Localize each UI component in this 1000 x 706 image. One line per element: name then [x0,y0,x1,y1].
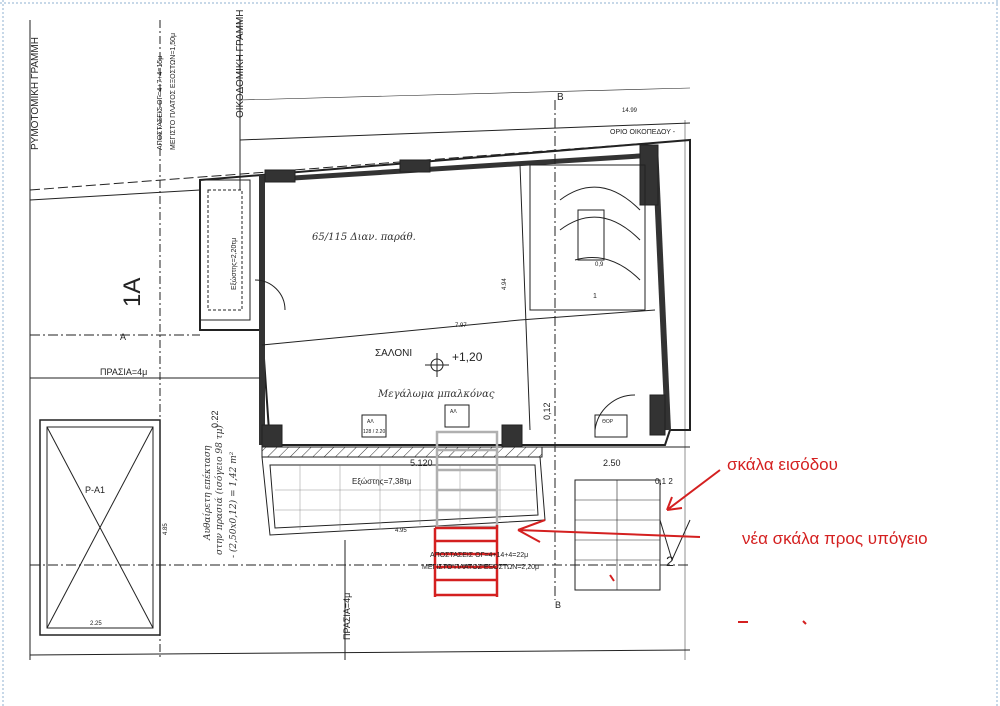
window-tag-size: 128 / 2.20 [363,429,385,435]
plot-limit-label: ΟΡΙΟ ΟΙΚΟΠΕΔΟΥ - [610,129,676,136]
section-b-bottom: B [555,600,561,610]
dim-5120: 5.120 [410,458,433,468]
dim-012-vertical: 0,12 [542,402,552,420]
dim-top: 14.99 [622,108,638,114]
balcony-left-label: Εξώστης=2,20τμ [230,238,238,290]
dim-022: 0.22 [210,410,220,428]
illegal-extension-line1: Αυθαίρετη επέκταση [202,445,213,541]
front-yard-bottom-label: ΠΡΑΣΙΑ=4μ [342,593,352,640]
dim-485: 4.85 [163,523,169,535]
entrance-stair-annotation: σκάλα εισόδου [727,455,838,474]
new-basement-stair-annotation: νέα σκάλα προς υπόγειο [742,529,928,548]
max-balcony-bottom-label: ΜΕΓΙΣΤΟ ΠΛΑΤΟΣ ΕΞΟΣΤΩΝ=2,20μ [422,564,539,571]
door-tag: ΘΟΡ [602,419,614,425]
window-tag-1: ΑΛ [367,419,374,425]
dim-250: 2.50 [603,458,621,468]
dim-012-horizontal: 0,1 2 [655,477,673,486]
section-a-label: A [120,332,126,342]
parking-label: P-A1 [85,485,105,495]
new-basement-stair [433,525,499,597]
illegal-extension-line3: - (2,50x0,12) = 1,42 m² [228,451,239,558]
setbacks-bottom-label: ΑΠΟΣΤΑΣΕΙΣ ΟΓ=4+14+4=22μ [430,552,528,559]
dim-width: 7.97 [455,323,467,329]
section-2-label: 2 [666,553,674,569]
illegal-extension-line2: στην πρασιά (ισόγειο 98 τμ) [214,424,225,555]
balcony-note: Μεγάλωμα μπαλκόνας [377,389,495,400]
arrow-entrance-stair [666,469,721,511]
stair-number: 1 [593,293,597,300]
window-note: 65/115 Διαν. παράθ. [312,232,416,243]
arrow-new-stair [517,519,701,543]
max-balcony-top-label: ΜΕΓΙΣΤΟ ΠΛΑΤΟΣ ΕΞΟΣΤΩΝ=1,50μ [170,33,177,150]
setbacks-top-label: ΑΠΟΣΤΑΣΕΙΣ ΟΓ=4+7+4=15μ [157,56,164,150]
room-label: ΣΑΛΟΝΙ [375,348,412,359]
street-line-label: ΡΥΜΟΤΟΜΙΚΗ ΓΡΑΜΜΗ [30,37,41,150]
window-tag-2: ΑΛ [450,409,457,415]
plan-linework [29,20,691,660]
balcony-front-label: Εξώστης=7,38τμ [352,477,412,486]
dim-depth: 4.94 [502,278,508,290]
section-1a-label: 1A [119,278,146,307]
annotation-arrows [517,469,807,625]
dim-225: 2.25 [90,621,102,627]
dim-495: 4.95 [395,528,407,534]
existing-stair-outline [435,430,499,529]
level-label: +1,20 [452,350,483,364]
front-yard-label: ΠΡΑΣΙΑ=4μ [100,367,147,377]
building-line-label: ΟΙΚΟΔΟΜΙΚΗ ΓΡΑΜΜΗ [235,9,246,118]
dim-stair: 0,9 [595,262,604,268]
section-b-top: B [557,92,564,103]
